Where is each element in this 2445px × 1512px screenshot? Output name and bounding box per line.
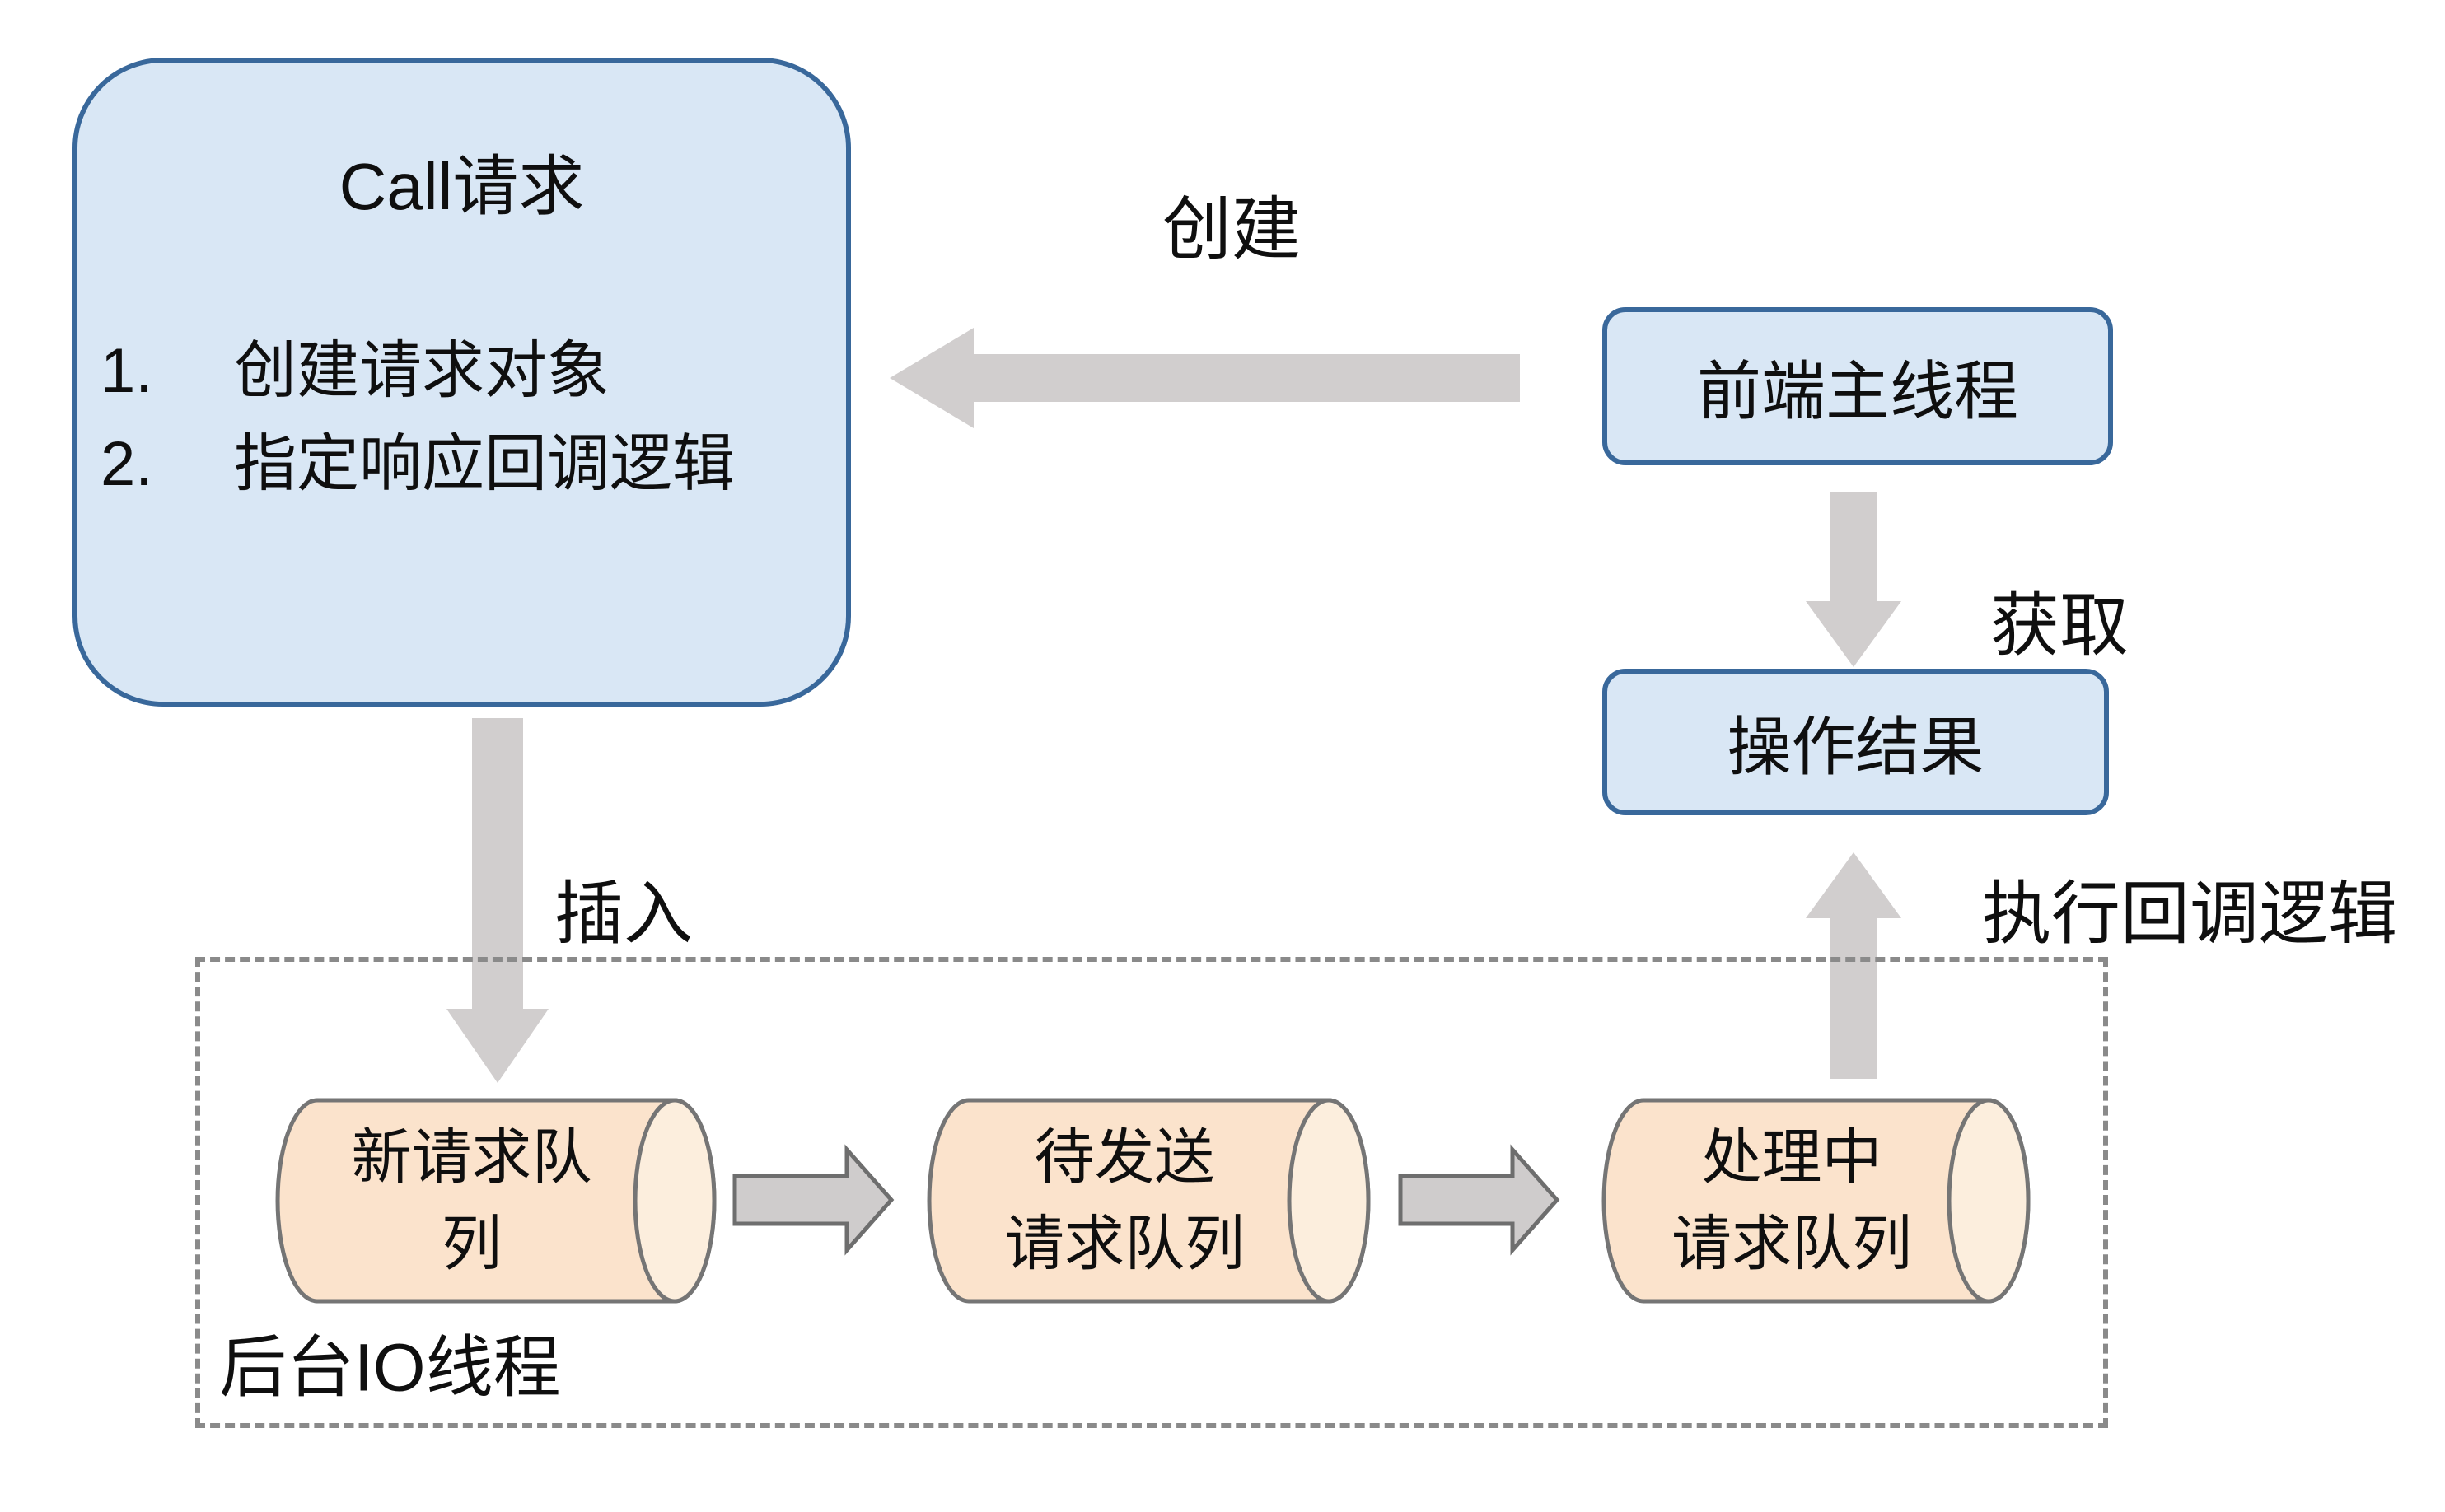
pending-send-queue-label: 待发送 请求队列	[936, 1098, 1313, 1304]
list-item-text: 创建请求对象	[234, 336, 610, 406]
list-item-number: 2.	[101, 429, 153, 499]
front-thread-label: 前端主线程	[1696, 355, 2018, 427]
queue-label-line: 待发送	[1034, 1124, 1215, 1191]
insert-arrow	[446, 718, 549, 1083]
queue-label-line: 请求队列	[1004, 1211, 1245, 1277]
call-request-list: 1. 创建请求对象 2. 指定响应回调逻辑	[77, 324, 846, 511]
background-io-label: 后台IO线程	[219, 1330, 561, 1406]
queue-arrow-1	[732, 1144, 895, 1256]
list-item-text: 指定响应回调逻辑	[234, 429, 735, 499]
create-label: 创建	[1162, 190, 1302, 268]
list-item-number: 1.	[101, 336, 153, 406]
call-request-list-item: 2. 指定响应回调逻辑	[101, 418, 846, 511]
new-request-queue-label: 新请求队 列	[284, 1098, 659, 1304]
queue-label-line: 请求队列	[1671, 1211, 1912, 1277]
background-io-thread-box	[195, 957, 2108, 1428]
result-label: 操作结果	[1727, 711, 1985, 783]
create-arrow	[890, 328, 1520, 428]
processing-queue-cylinder	[1601, 1098, 2031, 1304]
processing-queue-label: 处理中 请求队列	[1611, 1098, 1973, 1304]
execute-callback-label: 执行回调逻辑	[1981, 875, 2398, 953]
insert-label: 插入	[554, 875, 694, 953]
queue-arrow-2	[1398, 1144, 1560, 1256]
result-box: 操作结果	[1602, 669, 2109, 815]
queue-label-line: 处理中	[1701, 1124, 1882, 1191]
queue-label-line: 列	[442, 1211, 502, 1277]
execute-callback-arrow	[1806, 852, 1901, 1079]
get-label: 获取	[1989, 586, 2129, 665]
pending-send-queue-cylinder	[927, 1098, 1371, 1304]
new-request-queue-cylinder	[275, 1098, 717, 1304]
queue-label-line: 新请求队	[351, 1124, 592, 1191]
get-arrow	[1806, 492, 1901, 667]
call-request-box: Call请求 1. 创建请求对象 2. 指定响应回调逻辑	[72, 58, 851, 707]
call-request-title: Call请求	[339, 150, 585, 223]
front-thread-box: 前端主线程	[1602, 307, 2113, 465]
call-request-list-item: 1. 创建请求对象	[101, 324, 846, 418]
